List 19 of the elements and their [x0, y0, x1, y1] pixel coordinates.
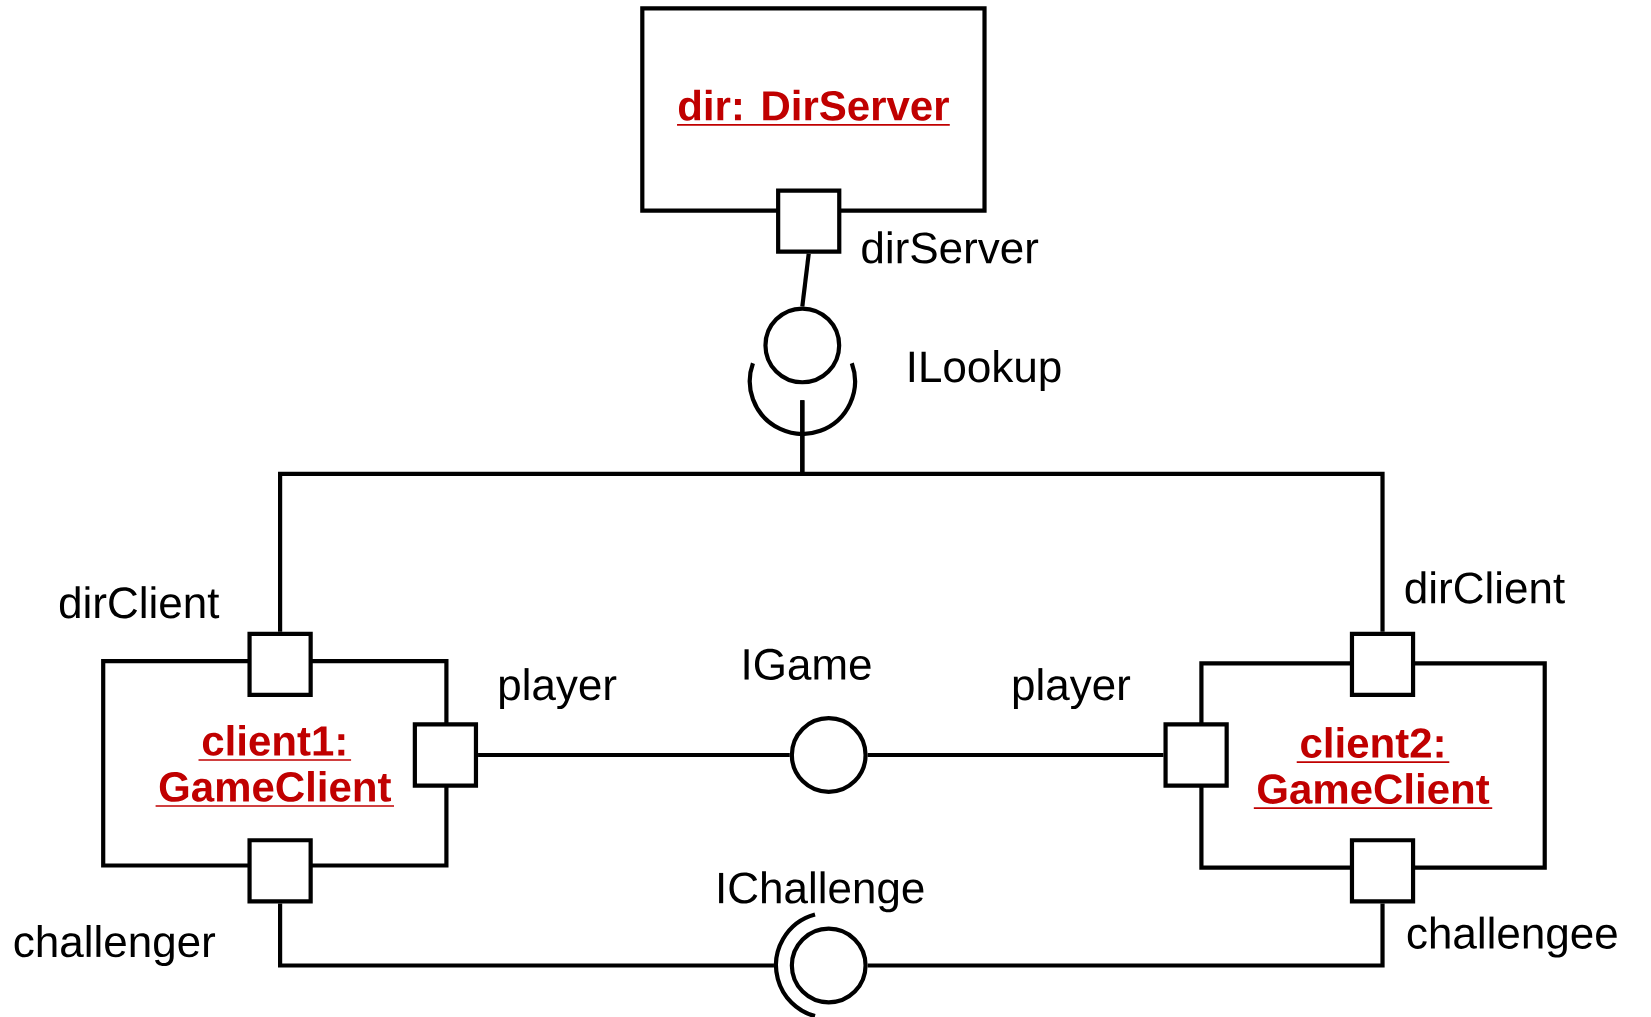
- object-box: dir: DirServer: [640, 6, 987, 213]
- connector: [867, 752, 1164, 758]
- connector: [867, 903, 1385, 968]
- connector: [278, 903, 774, 968]
- connector: [800, 253, 811, 307]
- port-label: challengee: [1407, 916, 1617, 958]
- connector: [478, 752, 790, 758]
- object-box: client1: GameClient: [101, 659, 449, 868]
- port-label: player: [500, 668, 617, 710]
- connector: [800, 400, 1385, 632]
- port-label: IGame: [744, 648, 871, 680]
- port-label: dirServer: [862, 231, 1039, 264]
- port-label: player: [1013, 668, 1131, 710]
- port-label: challenger: [14, 925, 216, 966]
- port-label: IChallenge: [719, 871, 924, 913]
- port-label: dirClient: [1405, 571, 1565, 604]
- port-label: dirClient: [59, 586, 220, 619]
- object-box: client2: GameClient: [1199, 661, 1547, 870]
- port-label: ILookup: [909, 350, 1061, 392]
